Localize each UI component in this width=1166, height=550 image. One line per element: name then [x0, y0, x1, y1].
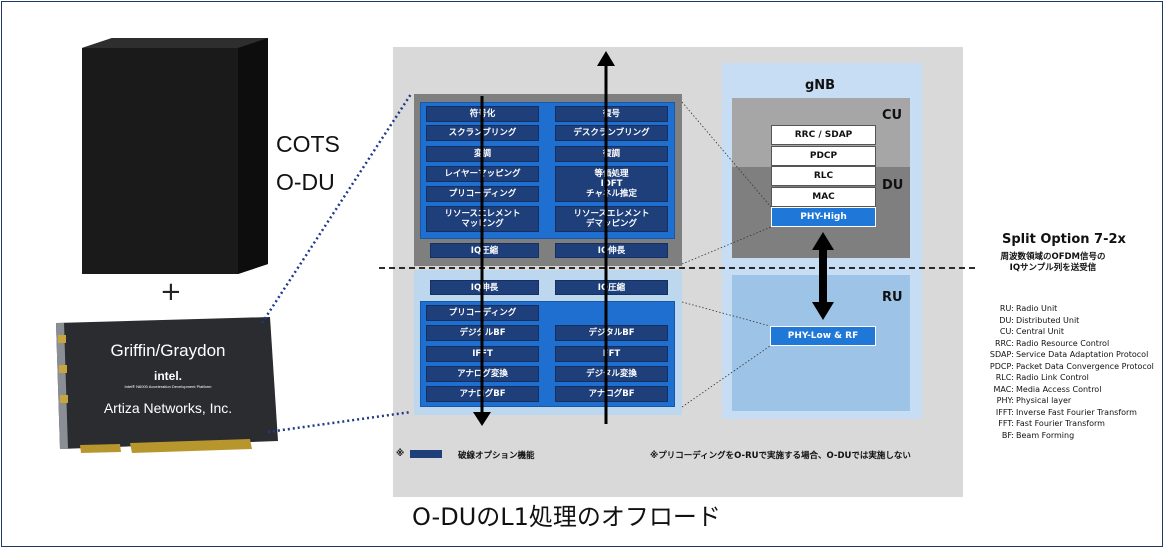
abbreviation-value: Packet Data Convergence Protocol [1016, 361, 1154, 371]
stack-rlc: RLC [771, 166, 876, 186]
abbreviation-row: CU:Central Unit [964, 327, 1064, 336]
abbreviation-row: DU:Distributed Unit [964, 316, 1079, 325]
abbreviation-key: PDCP: [989, 361, 1014, 371]
card-company-name: Artiza Networks, Inc. [103, 400, 233, 416]
abbreviation-value: Physical layer [1016, 396, 1072, 405]
upper-right-box-3: 等価処理 IDFT チャネル推定 [555, 166, 668, 202]
zoom-line-top [260, 93, 413, 324]
phy-link-arrow-up [812, 232, 834, 250]
abbreviation-key: RLC: [995, 373, 1014, 382]
cots-odu-label: COTS O-DU [276, 125, 340, 201]
abbreviation-row: PDCP:Packet Data Convergence Protocol [964, 362, 1154, 371]
card-product-name: Griffin/Graydon [110, 341, 226, 360]
abbreviation-value: Radio Resource Control [1016, 338, 1110, 348]
abbreviation-value: Central Unit [1016, 327, 1064, 336]
gnb-title: gNB [805, 78, 836, 93]
abbreviation-row: SDAP:Service Data Adaptation Protocol [964, 350, 1148, 359]
phy-high-box: PHY-High [771, 207, 876, 227]
abbreviation-row: RU:Radio Unit [964, 304, 1057, 313]
abbreviation-key: PHY: [996, 396, 1014, 405]
stack-rrc-sdap: RRC / SDAP [771, 125, 876, 145]
iq-decompress-lower: IQ伸長 [430, 280, 539, 295]
connector-lower-1 [681, 301, 771, 327]
phy-link-arrow-down [812, 302, 834, 320]
abbreviation-value: Radio Unit [1016, 304, 1058, 313]
abbreviation-row: RRC:Radio Resource Control [964, 339, 1109, 348]
split-option-title: Split Option 7-2x [1002, 232, 1126, 247]
cots-label-line2: O-DU [276, 169, 335, 195]
legend-swatch [410, 450, 442, 458]
abbreviation-row: PHY:Physical layer [964, 396, 1072, 405]
cots-server-illustration [82, 38, 268, 274]
legend-text: 破線オプション機能 [458, 451, 535, 461]
split-subtitle-line1: 周波数領域のOFDM信号の [1000, 252, 1106, 262]
card-platform-text: Intel® N6000 Acceleration Development Pl… [124, 384, 212, 389]
upper-right-box-4: リソースエレメント デマッピング [555, 206, 668, 232]
ru-label: RU [882, 290, 903, 305]
stack-pdcp: PDCP [771, 146, 876, 166]
abbreviation-value: Beam Forming [1016, 430, 1075, 440]
legend-mark: ※ [396, 449, 405, 459]
abbreviation-key: FFT: [998, 419, 1014, 428]
abbreviation-key: RRC: [995, 338, 1014, 348]
iq-compress-upper: IQ圧縮 [430, 243, 539, 258]
abbreviation-row: RLC:Radio Link Control [964, 373, 1089, 382]
split-subtitle-line2: IQサンプル列を送受信 [1009, 263, 1097, 273]
upper-right-box-0: 復号 [555, 106, 668, 122]
abbreviation-key: CU: [999, 327, 1014, 336]
abbreviation-value: Service Data Adaptation Protocol [1016, 350, 1149, 359]
abbreviation-value: Fast Fourier Transform [1016, 419, 1105, 428]
phy-link-shaft [819, 247, 827, 305]
connector-upper-2 [681, 226, 772, 265]
lower-right-box-0: デジタルBF [555, 325, 668, 341]
connector-upper-1 [681, 101, 772, 208]
abbreviation-value: Media Access Control [1016, 384, 1102, 394]
intel-logo: intel. [153, 369, 182, 383]
du-label: DU [882, 178, 904, 193]
upper-right-box-1: デスクランブリング [555, 125, 668, 141]
accelerator-card-illustration [56, 317, 278, 453]
iq-decompress-upper: IQ伸長 [555, 243, 668, 258]
abbreviation-row: MAC:Media Access Control [964, 385, 1101, 394]
abbreviation-key: SDAP: [989, 350, 1014, 359]
split-option-subtitle: 周波数領域のOFDM信号の IQサンプル列を送受信 [988, 252, 1118, 274]
abbreviation-value: Distributed Unit [1016, 315, 1080, 325]
lower-right-box-1: FFT [555, 346, 668, 362]
precoding-note: ※プリコーディングをO-RUで実施する場合、O-DUでは実施しない [650, 451, 911, 461]
accelerator-card: Griffin/Graydon intel. Intel® N6000 Acce… [50, 315, 280, 455]
abbreviation-value: Inverse Fast Fourier Transform [1016, 407, 1137, 417]
abbreviation-key: BF: [1001, 430, 1014, 440]
abbreviation-key: MAC: [993, 384, 1014, 394]
abbreviation-key: DU: [999, 315, 1014, 325]
cu-label: CU [882, 108, 903, 123]
lower-right-box-3: アナログBF [555, 386, 668, 402]
phy-low-rf-box: PHY-Low & RF [770, 326, 876, 346]
zoom-line-bottom [267, 410, 412, 434]
abbreviation-row: IFFT:Inverse Fast Fourier Transform [964, 408, 1137, 417]
lower-right-box-2: デジタル変換 [555, 366, 668, 382]
abbreviation-key: RU: [999, 304, 1014, 313]
cots-label-line1: COTS [276, 131, 340, 157]
iq-compress-lower: IQ圧縮 [555, 280, 668, 295]
abbreviation-value: Radio Link Control [1016, 373, 1089, 382]
stack-mac: MAC [771, 187, 876, 207]
plus-sign: + [160, 277, 182, 307]
abbreviation-row: BF:Beam Forming [964, 431, 1074, 440]
connector-lower-2 [681, 345, 771, 408]
uplink-arrow-head [597, 51, 615, 66]
abbreviation-row: FFT:Fast Fourier Transform [964, 419, 1105, 428]
figure-caption: O-DUのL1処理のオフロード [412, 503, 721, 531]
downlink-arrow-head [473, 412, 491, 426]
upper-right-box-2: 復調 [555, 146, 668, 162]
abbreviation-key: IFFT: [995, 407, 1014, 417]
